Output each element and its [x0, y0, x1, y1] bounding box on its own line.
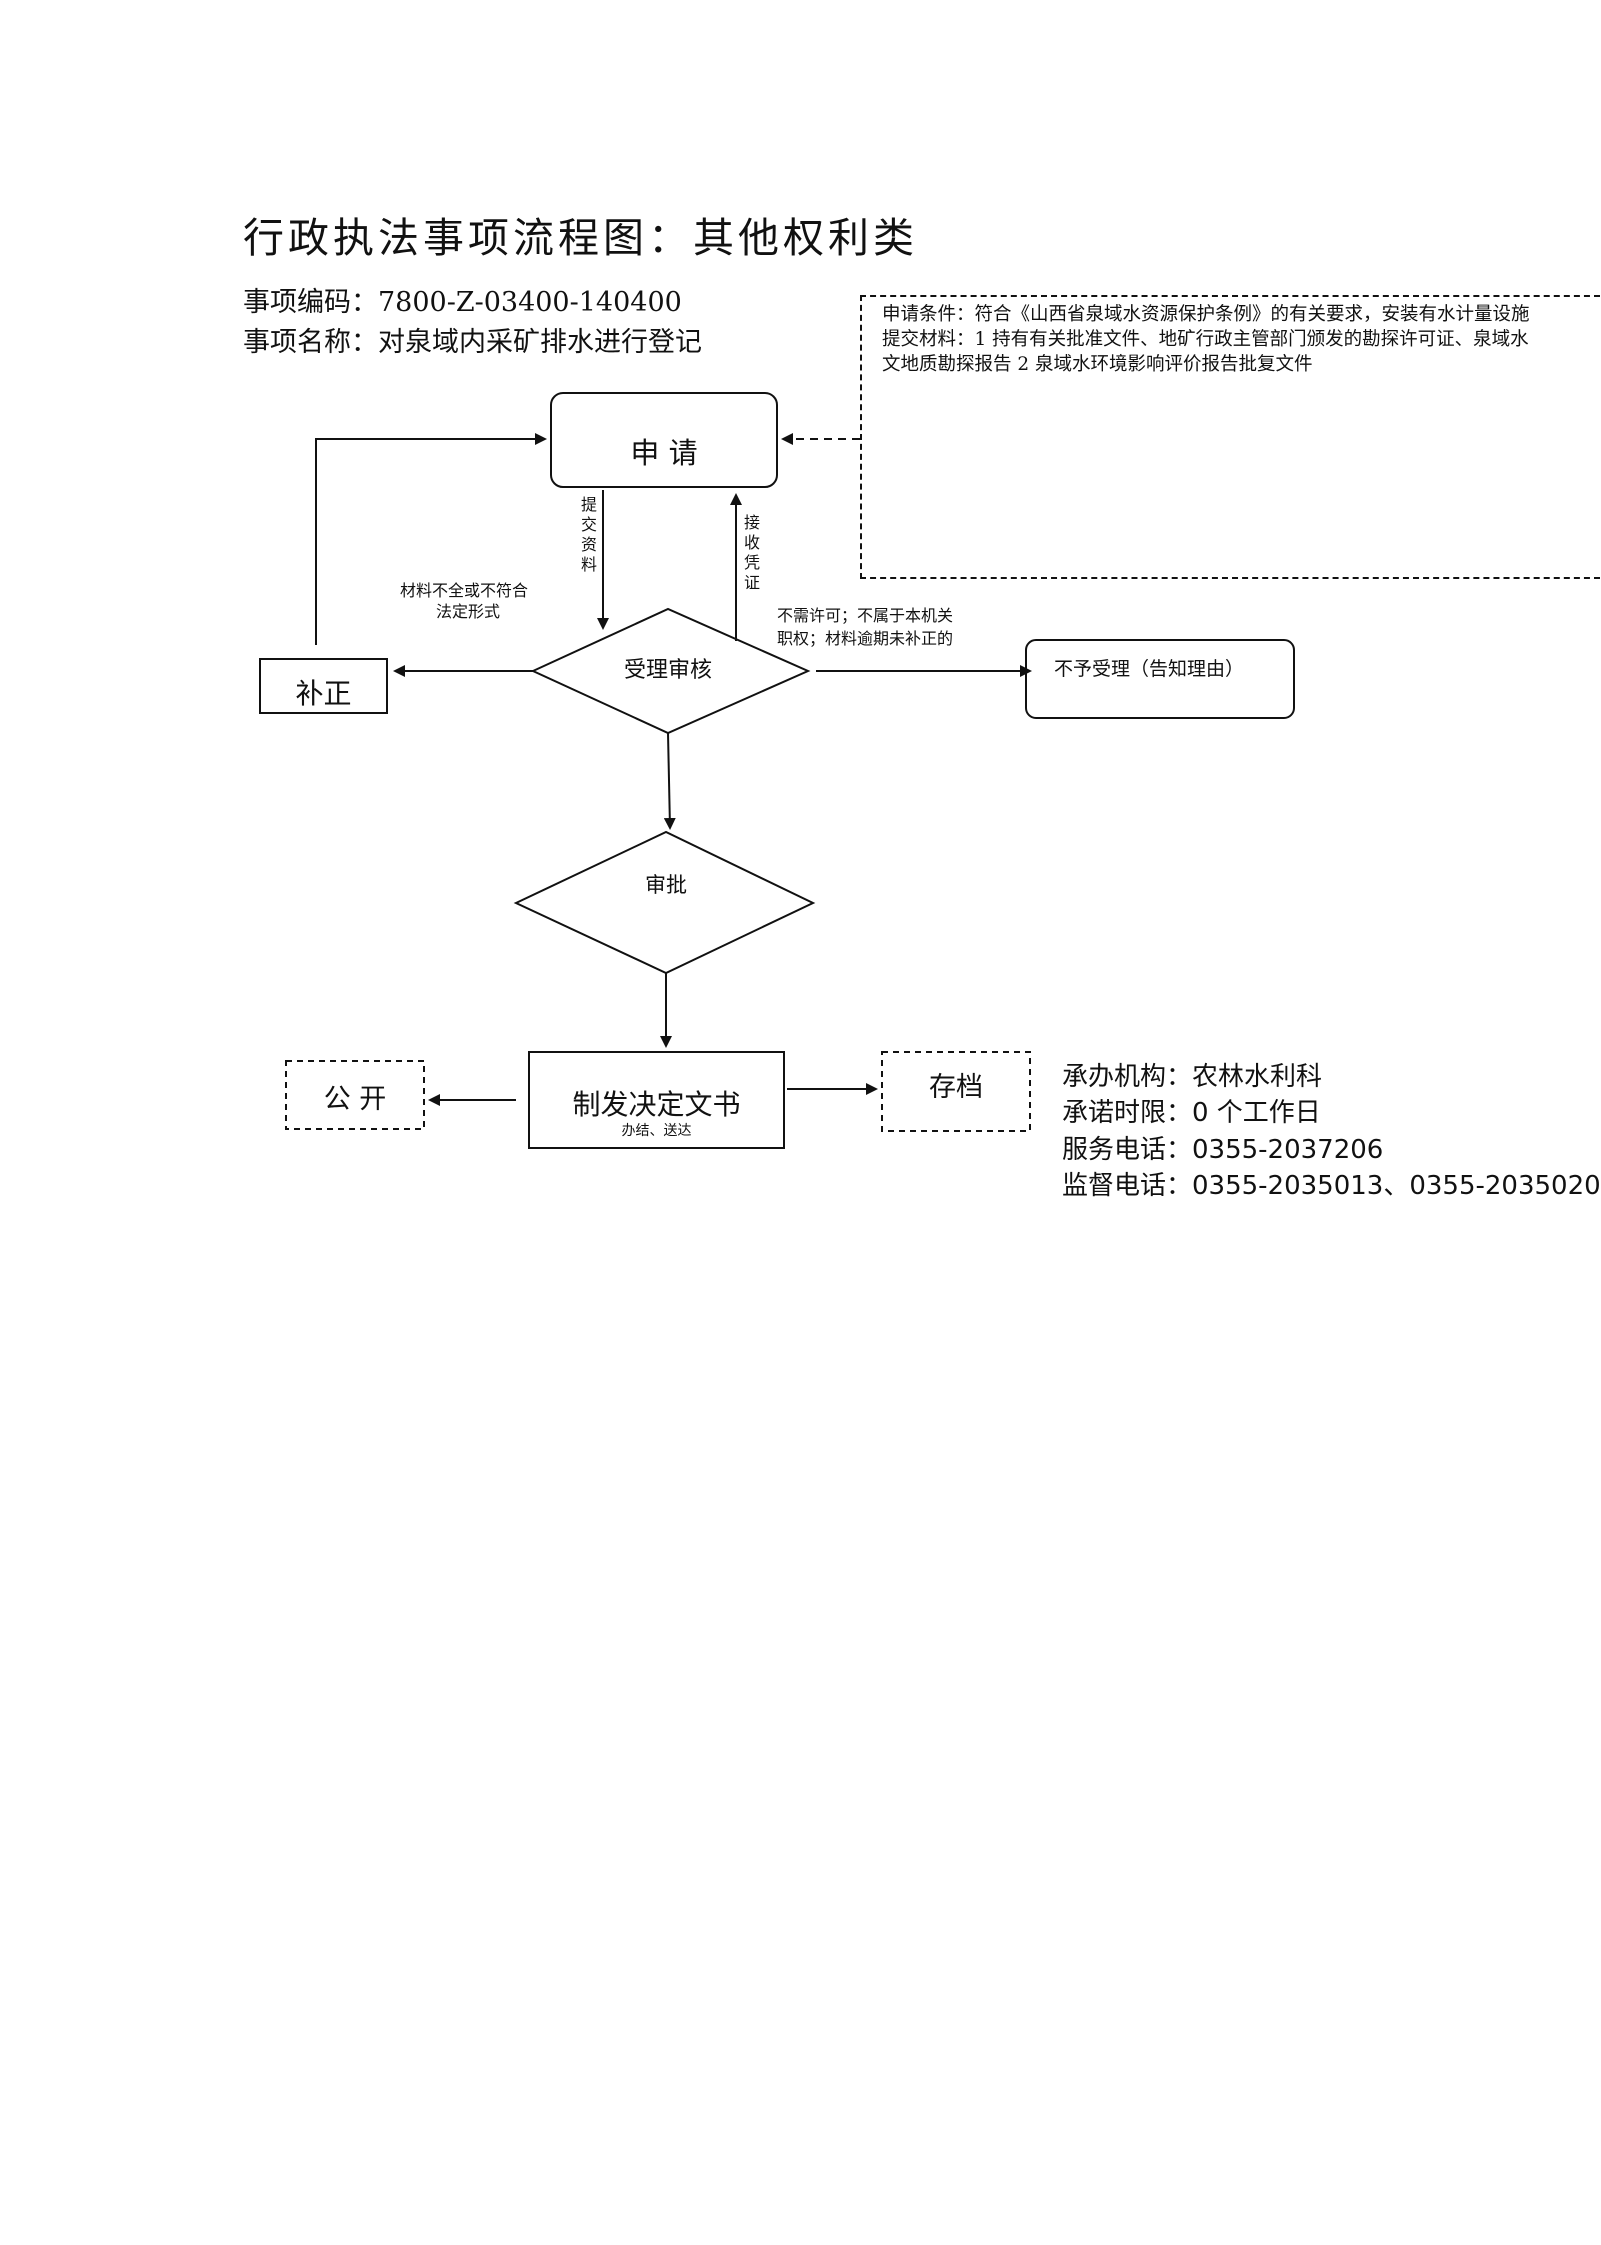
- reject-reason-line2: 职权；材料逾期未补正的: [777, 629, 954, 648]
- conditions-line: 申请条件：符合《山西省泉域水资源保护条例》的有关要求，安装有水计量设施: [882, 304, 1530, 325]
- conditions-text: 申请条件：符合《山西省泉域水资源保护条例》的有关要求，安装有水计量设施 提交材料…: [882, 302, 1587, 377]
- apply-box: [550, 392, 778, 488]
- publish-box: [285, 1060, 425, 1130]
- reject-label: 不予受理（告知理由）: [1054, 658, 1245, 680]
- page-title: 行政执法事项流程图：其他权利类: [243, 214, 918, 262]
- incomplete-label-line2: 法定形式: [436, 602, 501, 621]
- approve-label: 审批: [645, 873, 687, 897]
- item-code: 事项编码：7800-Z-03400-140400: [243, 287, 682, 318]
- materials-line: 提交材料：1 持有有关批准文件、地矿行政主管部门颁发的勘探许可证、泉域水: [882, 329, 1529, 350]
- conditions-box: [860, 295, 1600, 579]
- item-name: 事项名称：对泉域内采矿排水进行登记: [243, 327, 702, 358]
- arrow-correction-to-apply: [315, 433, 547, 645]
- time-limit-info: 承诺时限：0 个工作日: [1062, 1098, 1321, 1128]
- apply-label: 申 请: [630, 436, 698, 470]
- review-diamond: [530, 607, 811, 735]
- submit-materials-label: 提交资料: [580, 495, 597, 574]
- receipt-label: 接收凭证: [743, 513, 760, 592]
- arrow-review-to-approve: [663, 732, 676, 830]
- agency-info: 承办机构：农林水利科: [1062, 1062, 1323, 1092]
- reject-box: [1025, 639, 1295, 719]
- reject-reason-line1: 不需许可；不属于本机关: [777, 606, 954, 625]
- issue-box: [528, 1051, 785, 1149]
- materials-line-continued: 文地质勘探报告 2 泉域水环境影响评价报告批复文件: [882, 354, 1313, 375]
- issue-sublabel: 办结、送达: [621, 1123, 692, 1139]
- approve-diamond: [513, 830, 816, 975]
- issue-label: 制发决定文书: [572, 1088, 741, 1121]
- archive-label: 存档: [929, 1072, 983, 1103]
- correction-label: 补正: [295, 677, 352, 710]
- incomplete-label-line1: 材料不全或不符合: [400, 581, 529, 600]
- publish-label: 公 开: [323, 1084, 387, 1115]
- archive-box: [881, 1051, 1031, 1132]
- supervise-phone-info: 监督电话：0355-2035013、0355-2035020: [1062, 1171, 1601, 1201]
- review-label: 受理审核: [623, 658, 712, 683]
- service-phone-info: 服务电话：0355-2037206: [1062, 1135, 1384, 1165]
- correction-box: [259, 658, 388, 714]
